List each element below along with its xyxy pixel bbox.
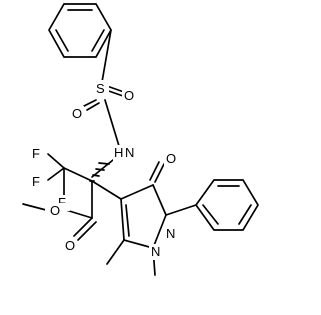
fluorine-bottom-label: F — [58, 195, 66, 210]
sulfonyl-oxygen-left-label: O — [72, 106, 82, 121]
sulfur-label: S — [96, 81, 105, 96]
carbonyl-oxygen-label: O — [166, 151, 176, 166]
trifluoromethyl-group — [47, 153, 93, 196]
pyrazolone-nitrogen-2-label: N — [151, 244, 160, 259]
nh-nitrogen-label: N — [125, 145, 134, 160]
fluorine-left-label: F — [32, 174, 40, 189]
pyrazolone-ring — [106, 161, 167, 276]
atom-labels: S O O N H F F F O O O N N — [30, 80, 178, 260]
benzenesulfonyl-phenyl-ring — [48, 3, 112, 58]
stereocenter-to-pyrazolone-bond — [91, 180, 122, 200]
n-phenyl-ring — [165, 179, 259, 231]
fluorine-top-label: F — [32, 146, 40, 161]
nh-hydrogen-label: H — [114, 145, 123, 160]
methyl-ester-group — [22, 180, 97, 241]
ester-carbonyl-oxygen-label: O — [65, 238, 75, 253]
pyrazolone-nitrogen-1-label: N — [166, 226, 175, 241]
ester-single-oxygen-label: O — [50, 203, 60, 218]
sulfonyl-oxygen-right-label: O — [124, 88, 134, 103]
nh-to-stereocenter-bond — [91, 159, 114, 178]
